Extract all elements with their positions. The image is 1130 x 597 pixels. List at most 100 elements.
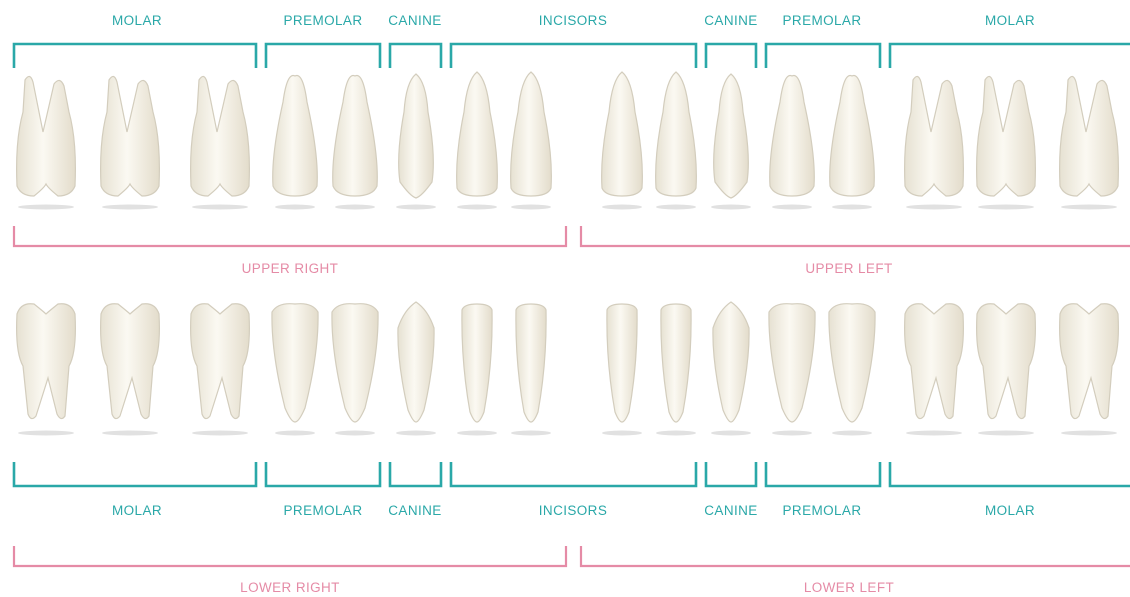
upper-molar-tooth-1 bbox=[17, 76, 76, 196]
upper-tooth-shadow bbox=[978, 205, 1034, 210]
lower-bracket-canine-left bbox=[706, 462, 756, 486]
lower-tooth-shadow bbox=[978, 431, 1034, 436]
lower-bracket-premolar-left bbox=[766, 462, 880, 486]
lower-tooth-shadow bbox=[457, 431, 497, 436]
lower-incisor-tooth-8 bbox=[516, 304, 546, 422]
upper-molar-tooth-2 bbox=[101, 76, 160, 196]
lower-tooth-shadow bbox=[832, 431, 872, 436]
lower-molar-tooth-14 bbox=[905, 304, 964, 419]
lower-tooth-shadow bbox=[1061, 431, 1117, 436]
lower-label-molar-right: MOLAR bbox=[112, 503, 162, 518]
upper-bracket-molar-right bbox=[14, 44, 256, 68]
upper-molar-tooth-15 bbox=[977, 76, 1036, 196]
upper-bracket-incisors bbox=[451, 44, 696, 68]
lower-incisor-tooth-7 bbox=[462, 304, 492, 422]
upper-incisor-tooth-10 bbox=[656, 72, 697, 196]
upper-tooth-shadow bbox=[275, 205, 315, 210]
upper-tooth-shadow bbox=[832, 205, 872, 210]
lower-incisor-tooth-9 bbox=[607, 304, 637, 422]
upper-incisor-tooth-9 bbox=[602, 72, 643, 196]
lower-premolar-tooth-4 bbox=[272, 304, 318, 422]
lower-tooth-shadow bbox=[602, 431, 642, 436]
upper-label-canine-right: CANINE bbox=[388, 13, 441, 28]
upper-canine-tooth-11 bbox=[714, 74, 749, 198]
lower-premolar-tooth-12 bbox=[769, 304, 815, 422]
upper-tooth-shadow bbox=[602, 205, 642, 210]
lower-molar-tooth-2 bbox=[101, 304, 160, 419]
upper-tooth-shadow bbox=[772, 205, 812, 210]
lower-premolar-tooth-5 bbox=[332, 304, 378, 422]
upper-bracket-premolar-right bbox=[266, 44, 380, 68]
lower-canine-tooth-6 bbox=[398, 302, 434, 422]
upper-premolar-tooth-5 bbox=[333, 76, 378, 196]
upper-group-labels: MOLAR PREMOLAR CANINE INCISORS CANINE PR… bbox=[112, 13, 1035, 28]
upper-tooth-shadow bbox=[656, 205, 696, 210]
upper-tooth-shadow bbox=[1061, 205, 1117, 210]
upper-premolar-tooth-12 bbox=[770, 76, 815, 196]
upper-group-brackets bbox=[14, 44, 1130, 68]
lower-tooth-shadow bbox=[772, 431, 812, 436]
lower-label-canine-right: CANINE bbox=[388, 503, 441, 518]
lower-group-brackets bbox=[14, 462, 1130, 486]
lower-bracket-premolar-right bbox=[266, 462, 380, 486]
lower-label-premolar-right: PREMOLAR bbox=[284, 503, 363, 518]
lower-tooth-shadow bbox=[18, 431, 74, 436]
upper-tooth-shadow bbox=[396, 205, 436, 210]
upper-bracket-premolar-left bbox=[766, 44, 880, 68]
upper-tooth-shadow bbox=[102, 205, 158, 210]
upper-label-premolar-right: PREMOLAR bbox=[284, 13, 363, 28]
lower-bracket-molar-left bbox=[890, 462, 1130, 486]
upper-tooth-shadow bbox=[457, 205, 497, 210]
lower-right-bracket bbox=[14, 546, 566, 566]
lower-tooth-shadow bbox=[192, 431, 248, 436]
upper-quadrant-brackets bbox=[14, 226, 1130, 246]
lower-bracket-molar-right bbox=[14, 462, 256, 486]
upper-premolar-tooth-4 bbox=[273, 76, 318, 196]
lower-right-label: LOWER RIGHT bbox=[240, 580, 340, 595]
upper-right-bracket bbox=[14, 226, 566, 246]
upper-molar-tooth-14 bbox=[905, 76, 964, 196]
upper-bracket-molar-left bbox=[890, 44, 1130, 68]
upper-molar-tooth-16 bbox=[1060, 76, 1119, 196]
lower-left-label: LOWER LEFT bbox=[804, 580, 894, 595]
lower-left-bracket bbox=[581, 546, 1130, 566]
upper-right-label: UPPER RIGHT bbox=[242, 261, 339, 276]
lower-tooth-shadow bbox=[335, 431, 375, 436]
upper-bracket-canine-left bbox=[706, 44, 756, 68]
lower-tooth-shadow bbox=[656, 431, 696, 436]
upper-canine-tooth-6 bbox=[399, 74, 434, 198]
upper-tooth-shadow bbox=[192, 205, 248, 210]
lower-tooth-shadow bbox=[396, 431, 436, 436]
lower-tooth-shadow bbox=[102, 431, 158, 436]
lower-quadrant-brackets bbox=[14, 546, 1130, 566]
lower-tooth-shadow bbox=[711, 431, 751, 436]
lower-molar-tooth-16 bbox=[1060, 304, 1119, 419]
lower-tooth-shadow bbox=[275, 431, 315, 436]
upper-tooth-shadow bbox=[906, 205, 962, 210]
upper-tooth-shadow bbox=[335, 205, 375, 210]
upper-incisor-tooth-8 bbox=[511, 72, 552, 196]
lower-tooth-shadow bbox=[511, 431, 551, 436]
upper-teeth-row bbox=[17, 72, 1119, 210]
upper-label-premolar-left: PREMOLAR bbox=[783, 13, 862, 28]
lower-label-premolar-left: PREMOLAR bbox=[783, 503, 862, 518]
lower-bracket-canine-right bbox=[390, 462, 441, 486]
upper-label-incisors: INCISORS bbox=[539, 13, 607, 28]
upper-tooth-shadow bbox=[711, 205, 751, 210]
lower-label-incisors: INCISORS bbox=[539, 503, 607, 518]
upper-molar-tooth-3 bbox=[191, 76, 250, 196]
upper-left-bracket bbox=[581, 226, 1130, 246]
upper-incisor-tooth-7 bbox=[457, 72, 498, 196]
lower-incisor-tooth-10 bbox=[661, 304, 691, 422]
lower-label-canine-left: CANINE bbox=[704, 503, 757, 518]
upper-label-molar-left: MOLAR bbox=[985, 13, 1035, 28]
upper-bracket-canine-right bbox=[390, 44, 441, 68]
upper-tooth-shadow bbox=[18, 205, 74, 210]
upper-premolar-tooth-13 bbox=[830, 76, 875, 196]
upper-label-canine-left: CANINE bbox=[704, 13, 757, 28]
lower-teeth-row bbox=[17, 302, 1119, 436]
lower-group-labels: MOLAR PREMOLAR CANINE INCISORS CANINE PR… bbox=[112, 503, 1035, 518]
upper-tooth-shadow bbox=[511, 205, 551, 210]
lower-canine-tooth-11 bbox=[713, 302, 749, 422]
